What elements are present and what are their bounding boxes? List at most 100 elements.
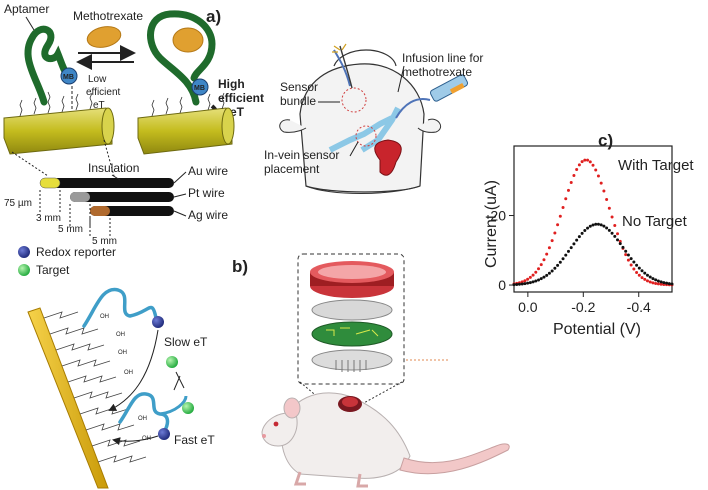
series-no-target-point <box>528 281 532 285</box>
series-with-target-point <box>654 281 658 285</box>
series-no-target-point <box>648 275 652 279</box>
aptamer-strand-left <box>24 25 72 106</box>
implant-callout-box <box>297 253 405 385</box>
series-with-target-point <box>556 223 560 227</box>
panel-b-label: b) <box>232 257 248 276</box>
thiol-linkers-right <box>151 92 225 117</box>
svg-text:OH: OH <box>118 350 127 356</box>
redox-reporter-lower <box>158 428 170 440</box>
series-with-target-point <box>610 215 614 219</box>
series-with-target-point <box>640 276 644 280</box>
series-with-target-point <box>534 270 538 274</box>
series-no-target-point <box>605 226 609 230</box>
dim-75um: 75 µm <box>4 198 32 209</box>
series-with-target-point <box>577 163 581 167</box>
redox-reporter-upper <box>152 316 164 328</box>
series-no-target-point <box>591 223 595 227</box>
in-vein-pointer <box>349 141 359 157</box>
series-no-target-point <box>670 282 674 286</box>
series-no-target-point <box>575 238 579 242</box>
series-no-target-point <box>665 281 669 285</box>
series-with-target-point <box>618 239 622 243</box>
series-no-target-point <box>662 281 666 285</box>
dimension-lines <box>39 190 111 238</box>
series-with-target-point <box>596 174 600 178</box>
slow-et-label: Slow eT <box>164 335 208 349</box>
y-tick-label: 0 <box>498 277 506 293</box>
wire-bundle <box>39 177 174 216</box>
series-no-target-point <box>539 277 543 281</box>
series-no-target-point <box>629 257 633 261</box>
methotrexate-label: Methotrexate <box>73 9 143 23</box>
series-with-target-point <box>537 267 541 271</box>
methylene-blue-right <box>191 78 209 96</box>
insulation-pointer <box>111 174 121 181</box>
panel-c-label: c) <box>598 131 613 150</box>
x-tick-label: 0.0 <box>518 299 538 315</box>
methotrexate-bound <box>172 27 204 53</box>
methylene-blue-left <box>60 67 78 85</box>
in-vein-line1: In-vein sensor <box>264 148 339 162</box>
series-no-target-point <box>640 269 644 273</box>
series-no-target-point <box>635 263 639 267</box>
series-with-target-point <box>539 263 543 267</box>
series-with-target-point <box>545 252 549 256</box>
series-no-target-point <box>667 282 671 286</box>
chart-x-axis-label: Potential (V) <box>553 321 641 338</box>
series-no-target-point <box>645 273 649 277</box>
series-no-target-point <box>656 279 660 283</box>
dim-5mm-b: 5 mm <box>92 236 117 247</box>
series-no-target-point <box>558 260 562 264</box>
target-molecule-free <box>166 356 178 368</box>
series-no-target-point <box>599 223 603 227</box>
series-with-target-point <box>547 246 551 250</box>
legend-no-target: No Target <box>622 213 688 230</box>
rat-illustration <box>261 392 510 488</box>
series-no-target-point <box>637 266 641 270</box>
series-no-target-point <box>545 273 549 277</box>
implant-stack <box>310 261 394 372</box>
series-with-target-point <box>656 282 660 286</box>
series-no-target-point <box>607 228 611 232</box>
series-with-target-point <box>648 280 652 284</box>
mb-label-left: MB <box>63 74 74 81</box>
infusion-line1: Infusion line for <box>402 51 483 65</box>
series-with-target-point <box>588 160 592 164</box>
dim-3mm: 3 mm <box>36 213 61 224</box>
y-tick-label: 20 <box>490 208 506 224</box>
series-with-target-point <box>528 275 532 279</box>
series-no-target-point <box>564 253 568 257</box>
thiol-linkers-left <box>19 91 93 117</box>
target-legend: Target <box>36 263 70 277</box>
series-no-target-point <box>618 242 622 246</box>
chart-y-axis-label: Current (uA) <box>483 180 500 268</box>
panel-a-label: a) <box>206 7 221 26</box>
series-with-target-point <box>659 282 663 286</box>
legend-with-target: With Target <box>618 157 694 174</box>
infusion-pointer <box>397 65 405 93</box>
series-with-target-point <box>526 277 530 281</box>
series-with-target-point <box>523 279 527 283</box>
zoom-lines <box>11 139 115 177</box>
panel-c: c) Current (uA) Potential (V) 0.0-0.2-0.… <box>483 131 694 338</box>
sensor-bundle-line1: Sensor <box>280 80 318 94</box>
series-no-target-point <box>566 249 570 253</box>
x-tick-label: -0.4 <box>627 299 651 315</box>
series-no-target-point <box>542 275 546 279</box>
series-no-target-point <box>537 278 541 282</box>
series-with-target-point <box>580 160 584 164</box>
series-with-target-point <box>531 273 535 277</box>
series-no-target-point <box>569 246 573 250</box>
series-no-target-point <box>512 283 516 287</box>
series-with-target-point <box>575 168 579 172</box>
target-molecule-bound <box>182 402 194 414</box>
electrode-rod-left <box>3 107 115 155</box>
series-no-target-point <box>580 231 584 235</box>
series-no-target-point <box>621 245 625 249</box>
series-no-target-point <box>572 242 576 246</box>
high-eff-line1: High <box>218 77 245 91</box>
series-no-target-point <box>531 280 535 284</box>
low-eff-line2: efficient <box>86 87 121 98</box>
series-no-target-point <box>553 266 557 270</box>
panel-b: b) Redox reporter Target OH OH OH OH OH … <box>18 245 510 489</box>
